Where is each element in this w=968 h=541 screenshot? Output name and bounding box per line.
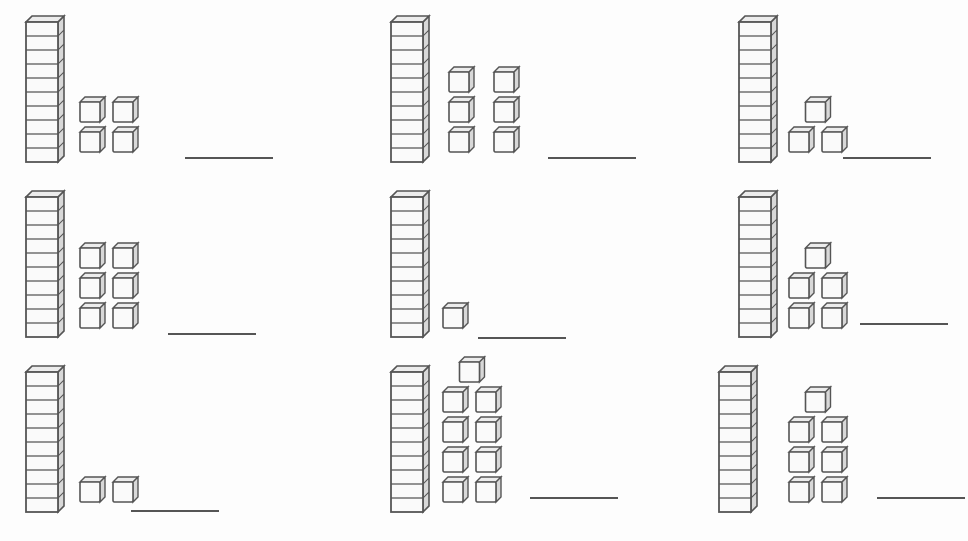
answer-blank-4[interactable] bbox=[168, 333, 256, 335]
ten-rod bbox=[26, 16, 64, 162]
problem-8 bbox=[391, 357, 501, 512]
unit-cube bbox=[476, 417, 501, 442]
unit-cube bbox=[80, 303, 105, 328]
unit-cube bbox=[449, 127, 474, 152]
problem-5 bbox=[391, 191, 468, 337]
unit-cube bbox=[806, 387, 831, 412]
unit-cube bbox=[494, 97, 519, 122]
unit-cube bbox=[80, 477, 105, 502]
answer-blank-7[interactable] bbox=[131, 510, 219, 512]
answer-blank-6[interactable] bbox=[860, 323, 948, 325]
answer-blank-1[interactable] bbox=[185, 157, 273, 159]
unit-cube bbox=[476, 447, 501, 472]
unit-cube bbox=[460, 357, 485, 382]
problem-3 bbox=[739, 16, 847, 162]
unit-cube bbox=[806, 97, 831, 122]
unit-cube bbox=[449, 97, 474, 122]
ten-rod bbox=[391, 191, 429, 337]
unit-cube bbox=[80, 127, 105, 152]
unit-cube bbox=[443, 303, 468, 328]
unit-cube bbox=[80, 243, 105, 268]
problem-1 bbox=[26, 16, 138, 162]
unit-cube bbox=[443, 387, 468, 412]
unit-cube bbox=[806, 243, 831, 268]
unit-cube bbox=[113, 243, 138, 268]
unit-cube bbox=[80, 273, 105, 298]
unit-cube bbox=[476, 387, 501, 412]
unit-cube bbox=[789, 273, 814, 298]
ten-rod bbox=[391, 16, 429, 162]
unit-cube bbox=[80, 97, 105, 122]
ten-rod bbox=[739, 191, 777, 337]
unit-cube bbox=[789, 417, 814, 442]
answer-blank-3[interactable] bbox=[843, 157, 931, 159]
unit-cube bbox=[822, 273, 847, 298]
unit-cube bbox=[443, 447, 468, 472]
unit-cube bbox=[476, 477, 501, 502]
unit-cube bbox=[789, 477, 814, 502]
answer-blank-5[interactable] bbox=[478, 337, 566, 339]
ten-rod bbox=[719, 366, 757, 512]
ten-rod bbox=[26, 366, 64, 512]
unit-cube bbox=[449, 67, 474, 92]
unit-cube bbox=[822, 303, 847, 328]
unit-cube bbox=[822, 417, 847, 442]
unit-cube bbox=[113, 127, 138, 152]
unit-cube bbox=[822, 447, 847, 472]
unit-cube bbox=[113, 477, 138, 502]
answer-blank-8[interactable] bbox=[530, 497, 618, 499]
problem-2 bbox=[391, 16, 519, 162]
unit-cube bbox=[789, 303, 814, 328]
problem-4 bbox=[26, 191, 138, 337]
unit-cube bbox=[113, 303, 138, 328]
problem-7 bbox=[26, 366, 138, 512]
ten-rod bbox=[391, 366, 429, 512]
unit-cube bbox=[494, 67, 519, 92]
answer-blank-9[interactable] bbox=[877, 497, 965, 499]
unit-cube bbox=[113, 273, 138, 298]
unit-cube bbox=[822, 127, 847, 152]
unit-cube bbox=[789, 447, 814, 472]
unit-cube bbox=[443, 417, 468, 442]
problem-9 bbox=[719, 366, 847, 512]
unit-cube bbox=[789, 127, 814, 152]
ten-rod bbox=[739, 16, 777, 162]
problem-6 bbox=[739, 191, 847, 337]
unit-cube bbox=[113, 97, 138, 122]
unit-cube bbox=[822, 477, 847, 502]
ten-rod bbox=[26, 191, 64, 337]
unit-cube bbox=[494, 127, 519, 152]
answer-blank-2[interactable] bbox=[548, 157, 636, 159]
unit-cube bbox=[443, 477, 468, 502]
